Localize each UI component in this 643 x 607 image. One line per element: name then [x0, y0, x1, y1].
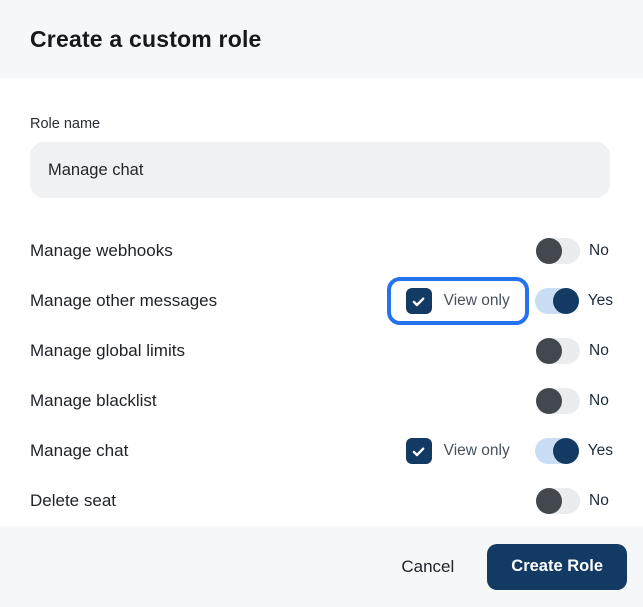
toggle-knob	[552, 288, 579, 314]
permission-row: Manage global limits No	[30, 326, 613, 376]
view-only-label: View only	[443, 292, 510, 309]
toggle-knob	[552, 438, 579, 464]
toggle-state-label: Yes	[587, 442, 613, 459]
permission-label: Manage webhooks	[30, 241, 173, 260]
toggle-group: Yes	[534, 288, 613, 314]
toggle-state-label: No	[589, 342, 609, 359]
create-role-button[interactable]: Create Role	[487, 543, 627, 590]
role-name-label: Role name	[30, 116, 101, 132]
permission-toggle[interactable]	[536, 238, 580, 264]
permission-row: Manage chat View only Yes	[30, 426, 613, 476]
permission-label: Manage other messages	[30, 291, 218, 310]
toggle-group: No	[536, 238, 613, 264]
permission-row: Delete seat No	[30, 476, 613, 526]
toggle-group: No	[536, 338, 613, 364]
permission-toggle[interactable]	[534, 288, 579, 314]
toggle-knob	[536, 338, 562, 364]
toggle-state-label: No	[589, 492, 609, 509]
toggle-knob	[536, 488, 562, 514]
permission-toggle[interactable]	[536, 488, 580, 514]
permission-row: Manage blacklist No	[30, 376, 613, 426]
view-only-checkbox[interactable]	[405, 288, 432, 314]
toggle-knob	[536, 238, 562, 264]
toggle-state-label: Yes	[587, 292, 613, 309]
dialog-header: Create a custom role	[0, 0, 643, 78]
dialog-title: Create a custom role	[30, 25, 262, 52]
dialog-footer: Cancel Create Role	[0, 526, 643, 607]
permission-label: Delete seat	[30, 491, 116, 510]
permission-toggle[interactable]	[536, 338, 580, 364]
permission-label: Manage blacklist	[30, 391, 157, 410]
permission-label: Manage chat	[30, 441, 129, 460]
toggle-state-label: No	[589, 242, 609, 259]
view-only-label: View only	[443, 442, 510, 459]
checkmark-icon	[412, 446, 425, 456]
toggle-state-label: No	[589, 392, 609, 409]
toggle-group: No	[536, 488, 613, 514]
permission-row: Manage other messages View only Yes	[30, 276, 613, 326]
cancel-button[interactable]: Cancel	[401, 556, 455, 576]
permission-label: Manage global limits	[30, 341, 185, 360]
toggle-knob	[536, 388, 562, 414]
permission-row: Manage webhooks No	[30, 226, 613, 276]
view-only-highlight: View only	[386, 277, 529, 325]
permission-toggle[interactable]	[534, 438, 579, 464]
view-only-checkbox[interactable]	[405, 438, 432, 464]
checkmark-icon	[412, 296, 425, 306]
view-only-group: View only	[387, 427, 529, 475]
toggle-group: No	[536, 388, 613, 414]
permission-toggle[interactable]	[536, 388, 580, 414]
role-name-input[interactable]	[30, 142, 610, 198]
toggle-group: Yes	[534, 438, 613, 464]
